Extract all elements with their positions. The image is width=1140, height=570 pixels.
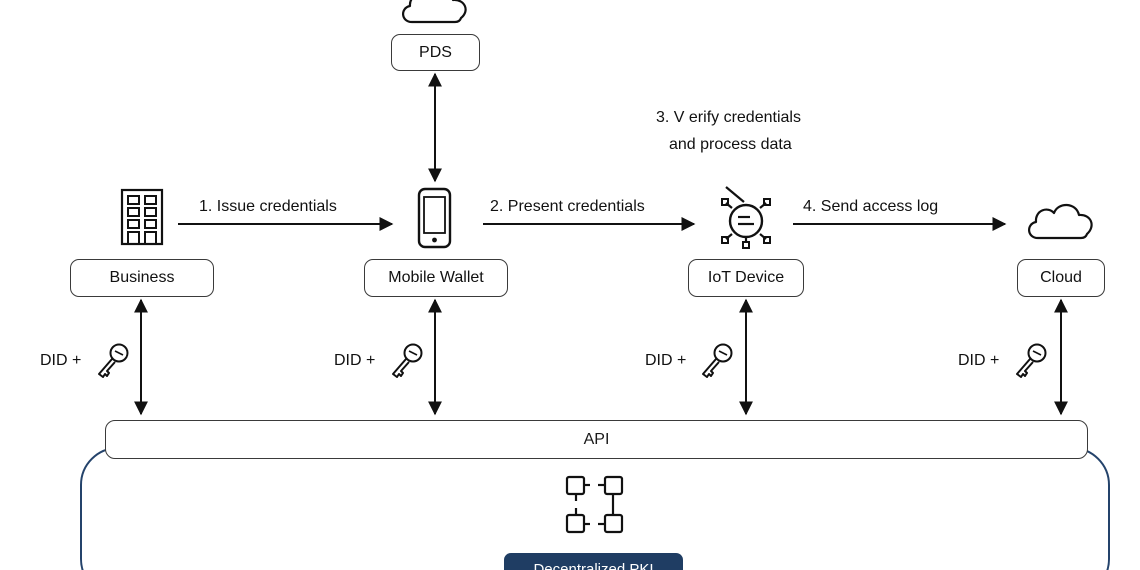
key-icon — [98, 343, 129, 378]
key-icon — [392, 343, 423, 378]
issue-credentials-label: 1. Issue credentials — [199, 198, 337, 215]
key-icon — [702, 343, 733, 378]
iot-device-node: IoT Device — [688, 259, 804, 297]
iot-sensor-icon — [721, 186, 771, 249]
present-credentials-label: 2. Present credentials — [490, 198, 645, 215]
iot-device-label: IoT Device — [707, 269, 785, 286]
smartphone-icon — [417, 187, 452, 249]
api-bar: API — [105, 420, 1088, 459]
cloud-label: Cloud — [1040, 269, 1082, 286]
verify-credentials-label: 3. V erify credentials — [656, 109, 801, 126]
did-label-business: DID + — [40, 352, 82, 369]
decentralized-pki-label: Decentralized PKI — [504, 553, 683, 570]
key-icon — [1016, 343, 1047, 378]
did-label-cloud: DID + — [958, 352, 1000, 369]
pds-node: PDS — [391, 34, 480, 71]
send-access-log-label: 4. Send access log — [803, 198, 939, 215]
cloud-node: Cloud — [1017, 259, 1105, 297]
business-node: Business — [70, 259, 214, 297]
building-icon — [120, 188, 164, 246]
api-label: API — [583, 430, 610, 448]
mobile-wallet-node: Mobile Wallet — [364, 259, 508, 297]
did-label-wallet: DID + — [334, 352, 376, 369]
mobile-wallet-label: Mobile Wallet — [388, 269, 484, 286]
cloud-icon — [1028, 203, 1093, 240]
decentralized-pki-container — [80, 447, 1110, 570]
cloud-icon — [402, 0, 467, 24]
process-data-label: and process data — [669, 136, 792, 153]
pds-label: PDS — [419, 43, 452, 61]
blockchain-icon — [565, 475, 624, 534]
did-label-iot: DID + — [645, 352, 687, 369]
business-label: Business — [109, 269, 175, 286]
